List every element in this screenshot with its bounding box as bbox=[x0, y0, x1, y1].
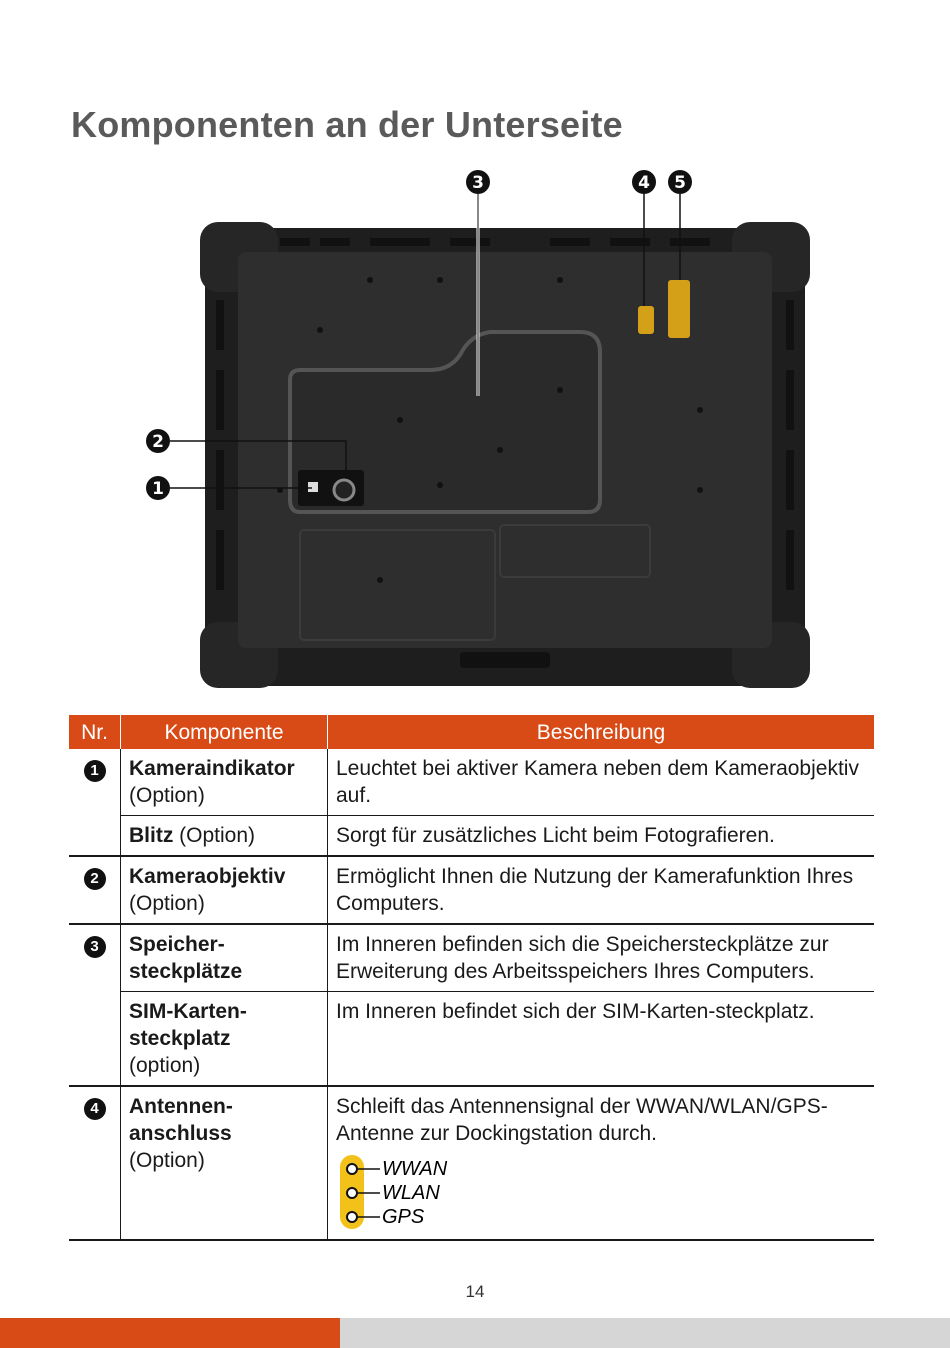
component-description: Ermöglicht Ihnen die Nutzung der Kameraf… bbox=[327, 855, 874, 924]
tablet-bottom-figure: 3 4 5 2 1 bbox=[146, 170, 810, 688]
component-option: (option) bbox=[129, 1054, 201, 1077]
component-description: Schleift das Antennensignal der WWAN/WLA… bbox=[336, 1095, 828, 1145]
svg-text:3: 3 bbox=[472, 173, 484, 193]
footer-bar-accent bbox=[0, 1318, 340, 1348]
header-component: Komponente bbox=[120, 715, 328, 749]
callout-5: 5 bbox=[668, 170, 692, 194]
table-row: 3 Speicher-steckplätze Im Inneren befind… bbox=[69, 923, 874, 1086]
component-name: Kameraobjektiv bbox=[129, 865, 286, 888]
table-row: 1 Kameraindikator (Option) Leuchtet bei a… bbox=[69, 749, 874, 856]
component-name: Kameraindikator bbox=[129, 757, 295, 780]
bottom-handle bbox=[460, 652, 550, 668]
gps-pin bbox=[346, 1211, 358, 1223]
table-header-row: Nr. Komponente Beschreibung bbox=[69, 715, 874, 749]
row-number-badge: 4 bbox=[83, 1098, 106, 1120]
wwan-pin bbox=[346, 1163, 358, 1175]
component-option: (Option) bbox=[129, 1149, 205, 1172]
antenna-label-gps: GPS bbox=[382, 1206, 425, 1228]
camera-lens bbox=[332, 478, 356, 502]
page-title: Komponenten an der Unterseite bbox=[71, 104, 623, 145]
antenna-connector-diagram: WWAN WLAN GPS bbox=[340, 1155, 448, 1229]
component-name: Blitz bbox=[129, 824, 174, 847]
component-description: Sorgt für zusätzliches Licht beim Fotogr… bbox=[327, 815, 874, 856]
dock-connector bbox=[668, 280, 690, 338]
svg-text:4: 4 bbox=[638, 173, 650, 193]
table-row: 2 Kameraobjektiv (Option) Ermöglicht Ihne… bbox=[69, 855, 874, 924]
header-nr: Nr. bbox=[69, 715, 121, 749]
callout-3: 3 bbox=[466, 170, 490, 194]
row-number-badge: 3 bbox=[83, 936, 106, 958]
component-option: (Option) bbox=[129, 784, 205, 807]
component-name: SIM-Karten-steckplatz bbox=[129, 1000, 247, 1050]
page-number: 14 bbox=[465, 1282, 485, 1301]
component-option: (Option) bbox=[179, 824, 256, 847]
svg-text:2: 2 bbox=[152, 432, 164, 452]
component-description: Im Inneren befinden sich die Speicherste… bbox=[327, 923, 874, 992]
table-row: Blitz (Option) Sorgt für zusätzliches Li… bbox=[69, 815, 874, 856]
component-name: Speicher-steckplätze bbox=[129, 933, 243, 983]
wlan-pin bbox=[346, 1187, 358, 1199]
component-description: Im Inneren befindet sich der SIM-Karten-… bbox=[327, 991, 874, 1086]
antenna-label-wwan: WWAN bbox=[382, 1158, 448, 1180]
component-option: (Option) bbox=[129, 892, 205, 915]
callout-2: 2 bbox=[146, 429, 170, 453]
component-name: Antennen-anschluss bbox=[129, 1095, 233, 1145]
svg-text:1: 1 bbox=[152, 479, 164, 499]
callout-4: 4 bbox=[632, 170, 656, 194]
footer-bar-grey bbox=[340, 1318, 950, 1348]
row-number-badge: 1 bbox=[83, 760, 106, 782]
component-description: Leuchtet bei aktiver Kamera neben dem Ka… bbox=[336, 757, 859, 807]
svg-text:5: 5 bbox=[674, 173, 686, 193]
callout-1: 1 bbox=[146, 476, 170, 500]
components-table: Nr. Komponente Beschreibung 1 Kameraindi… bbox=[69, 715, 874, 1241]
antenna-label-wlan: WLAN bbox=[382, 1182, 440, 1204]
table-row: 4 Antennen-anschluss (Option) Schleift d… bbox=[69, 1085, 874, 1241]
camera-indicator bbox=[308, 482, 318, 492]
table-row: SIM-Karten-steckplatz (option) Im Innere… bbox=[69, 991, 874, 1086]
antenna-connector bbox=[638, 306, 654, 334]
header-description: Beschreibung bbox=[327, 715, 874, 749]
row-number-badge: 2 bbox=[83, 868, 106, 890]
memory-compartment bbox=[288, 330, 602, 514]
